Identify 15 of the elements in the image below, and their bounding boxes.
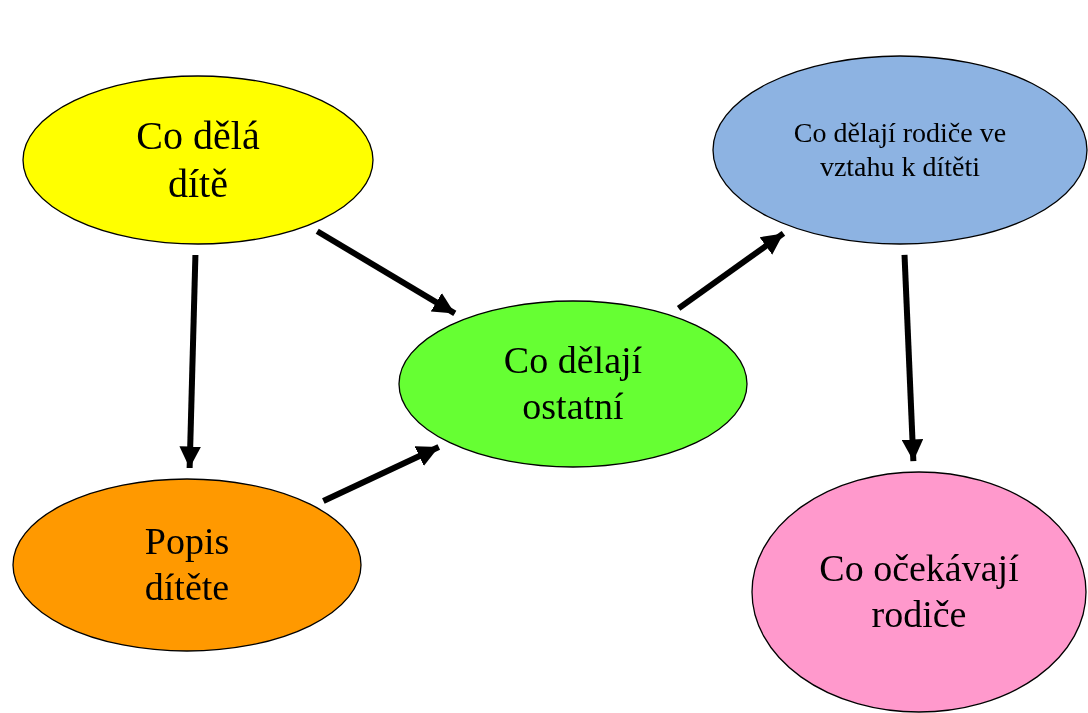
ellipse-node bbox=[398, 300, 748, 468]
node-label: Co dělá dítě bbox=[135, 112, 261, 208]
arrow bbox=[322, 444, 441, 504]
arrow bbox=[179, 254, 201, 469]
arrow bbox=[676, 231, 786, 311]
ellipse-node bbox=[712, 55, 1088, 245]
node-label: Co dělají rodiče ve vztahu k dítěti bbox=[792, 116, 1008, 184]
ellipse-node bbox=[751, 471, 1087, 713]
ellipse-node bbox=[12, 478, 362, 652]
node-label: Co dělají ostatní bbox=[502, 338, 644, 429]
arrow bbox=[315, 228, 457, 316]
node-label: Co očekávají rodiče bbox=[819, 546, 1019, 637]
node-label: Popis dítěte bbox=[143, 519, 231, 610]
arrow bbox=[901, 254, 924, 462]
ellipse-node bbox=[22, 75, 374, 245]
